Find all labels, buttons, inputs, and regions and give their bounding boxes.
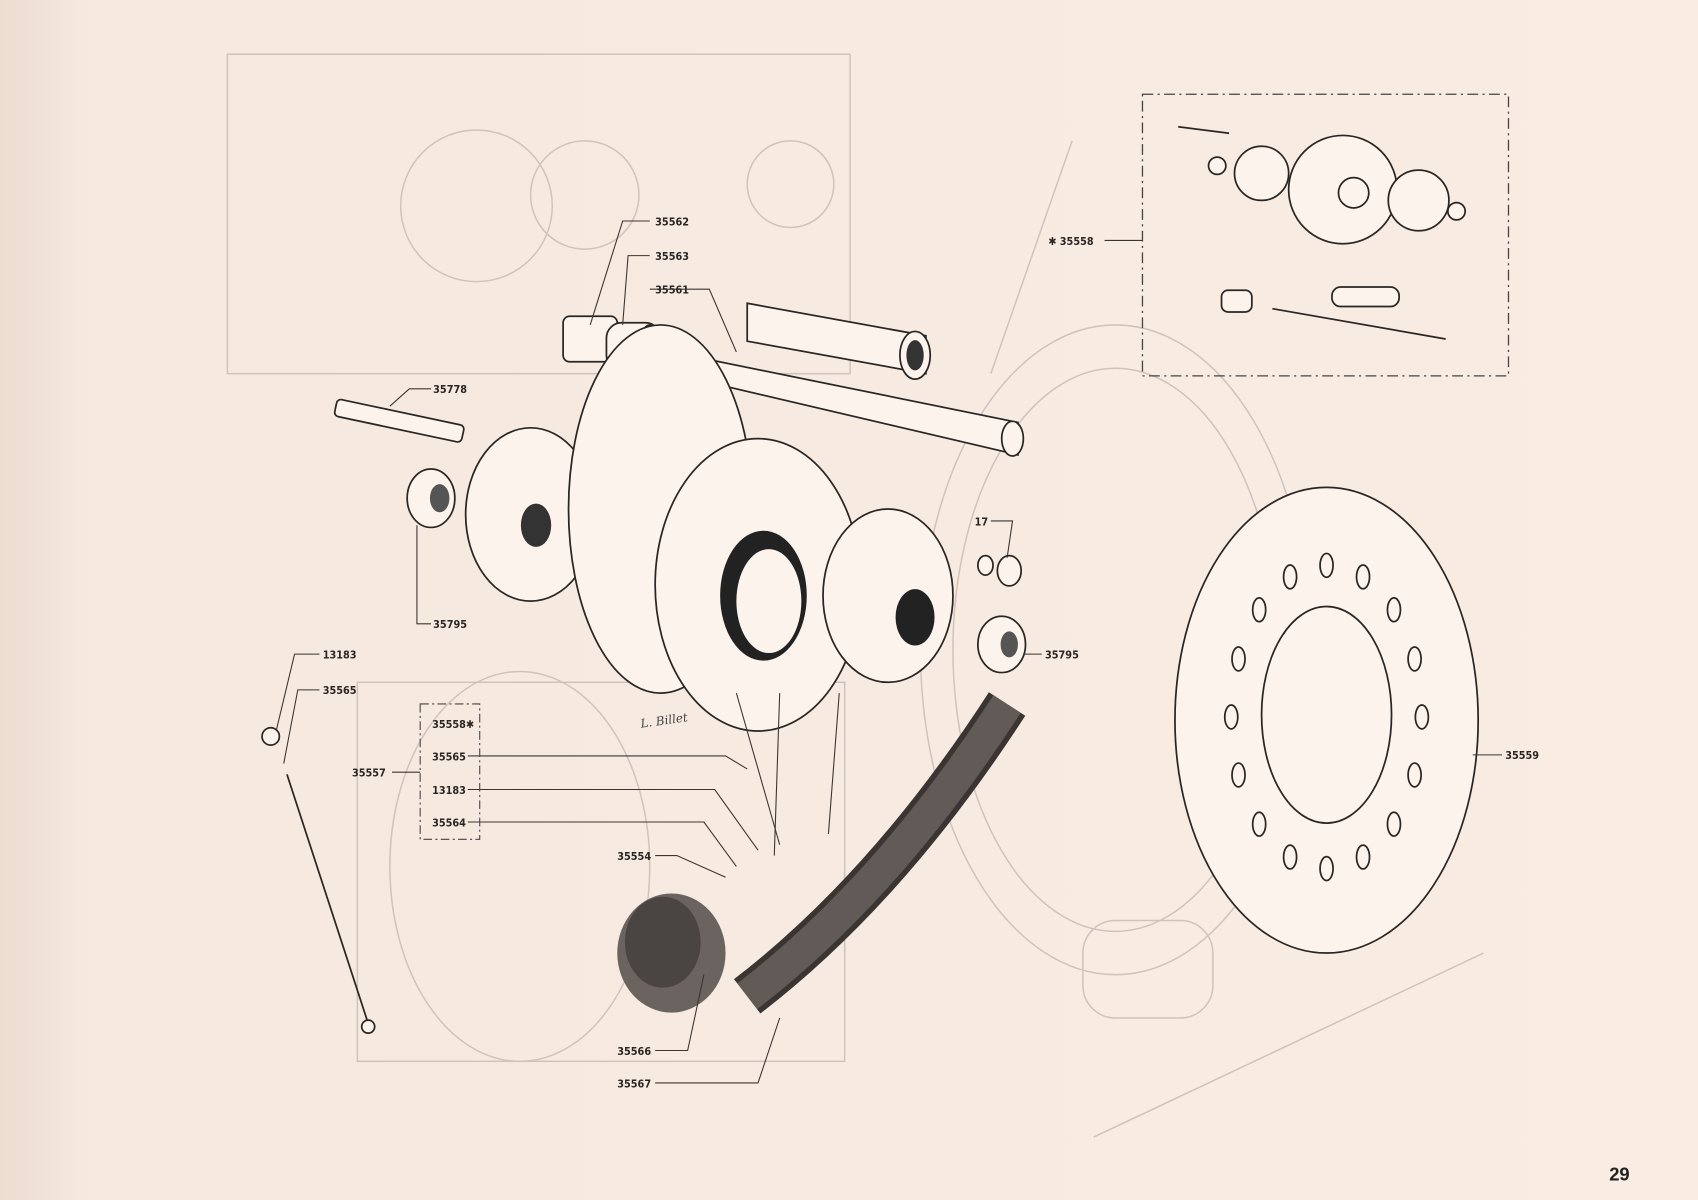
hub-flange-right: [822, 508, 954, 684]
disc-hole: [1386, 811, 1402, 837]
disc-hole: [1282, 564, 1298, 590]
disc-hole: [1251, 811, 1267, 837]
bolt-35778: [333, 398, 465, 443]
disc-hole: [1355, 564, 1371, 590]
alternate-hub-inset: [1141, 93, 1510, 377]
callout-35554: 35554: [617, 850, 651, 863]
disc-hole: [1407, 646, 1422, 672]
tube-spacer: [746, 302, 927, 375]
spoke-35564: [286, 774, 370, 1024]
main-parts: [261, 302, 1480, 1035]
spoke-nipple-13183: [261, 726, 281, 746]
disc-hole: [1319, 552, 1334, 579]
callout-35566: 35566: [617, 1045, 651, 1058]
kit-item-2: 13183: [432, 784, 466, 797]
disc-hole: [1407, 762, 1422, 788]
artist-signature: L. Billet: [639, 710, 689, 731]
disc-hole: [1251, 596, 1267, 623]
callout-35778: 35778: [433, 383, 467, 396]
callout-13183: 13183: [323, 648, 357, 661]
kit-item-0: 35558✱: [432, 718, 474, 731]
callout-35562: 35562: [655, 215, 689, 228]
callout-35795-right: 35795: [1045, 648, 1079, 661]
disc-hole: [1386, 596, 1402, 623]
callout-35563: 35563: [655, 250, 689, 263]
disc-hole: [1231, 762, 1246, 788]
disc-hole: [1282, 844, 1298, 870]
leader-lines: [275, 220, 1502, 1084]
callout-35561: 35561: [655, 284, 689, 297]
disc-hole: [1319, 855, 1334, 882]
disc-hole: [1414, 704, 1430, 730]
nut-17: [996, 554, 1023, 587]
callout-35558-star: ✱ 35558: [1048, 235, 1094, 248]
callout-35795-left: 35795: [433, 618, 467, 631]
disc-hole: [1223, 704, 1239, 730]
kit-item-1: 35565: [432, 750, 466, 763]
callout-35557: 35557: [352, 767, 386, 780]
callout-17: 17: [975, 515, 989, 528]
callout-labels: 35562 35563 35561 35778 35795 13183 3556…: [323, 215, 1630, 1184]
callout-35565: 35565: [323, 684, 357, 697]
disc-hole: [1355, 844, 1371, 870]
kit-item-3: 35564: [432, 816, 466, 829]
callout-35567: 35567: [617, 1077, 651, 1090]
callout-35559: 35559: [1505, 749, 1539, 762]
page-number: 29: [1609, 1163, 1629, 1184]
disc-hole: [1231, 646, 1246, 672]
